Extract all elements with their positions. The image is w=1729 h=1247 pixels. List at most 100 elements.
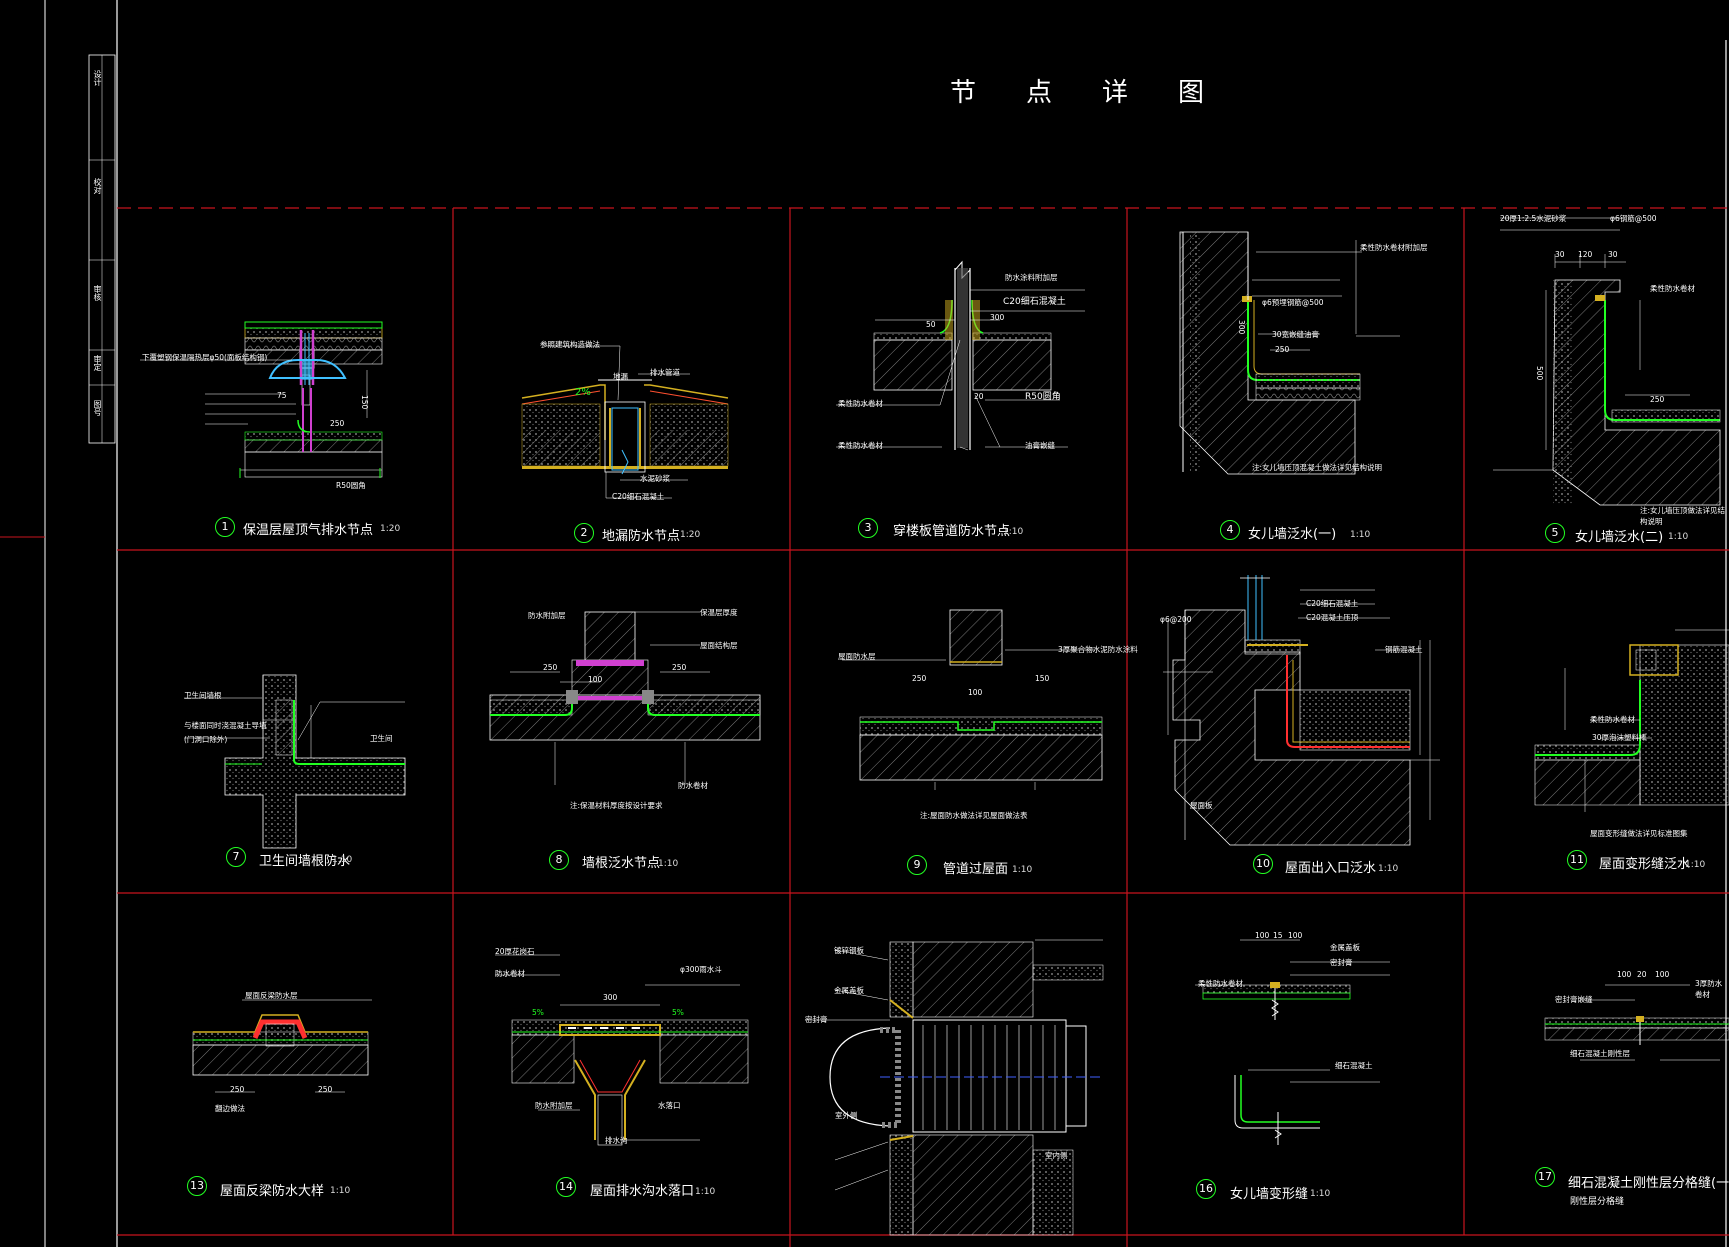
callout-text: 屋面反梁防水层 [245,991,298,1000]
callout-text: 室内侧 [1045,1151,1068,1160]
dimension-text: 250 [543,663,558,672]
detail-caption: 屋面反梁防水大样 [220,1184,325,1199]
callout-text: 密封膏嵌缝 [1555,995,1593,1004]
dimension-text: 75 [277,391,287,400]
callout-text: 水泥砂浆 [640,474,670,483]
detail-scale: 1:10 [1350,530,1371,540]
title-block-cell: 图号 [93,400,102,416]
slope-text: 5% [672,1008,684,1017]
dimension-text: R50圆角 [336,481,366,490]
callout-text: 3厚聚合物水泥防水涂料 [1058,645,1138,654]
detail-caption: 卫生间墙根防水 [259,854,351,869]
dimension-text: 15 [1273,931,1283,940]
detail-scale: 1:20 [380,524,401,534]
detail-number-badge: 14 [556,1177,576,1197]
detail-scale: 1:10 [1003,527,1024,537]
detail-number-badge: 4 [1220,520,1240,540]
dimension-text: 100 [1288,931,1303,940]
callout-text: 柔性防水卷材 [1650,284,1695,293]
detail-number-badge: 17 [1535,1167,1555,1187]
callout-text: 防水涂料附加层 [1005,273,1058,282]
dimension-text: 100 [1617,970,1632,979]
detail-scale: 1:10 [332,855,353,865]
dimension-text: 30 [1555,250,1565,259]
detail-number-badge: 11 [1567,850,1587,870]
callout-text: 防水附加层 [528,611,566,620]
callout-text: 金属盖板 [1330,943,1360,952]
dimension-text: 120 [1578,250,1593,259]
detail-scale: 1:10 [1310,1189,1331,1199]
callout-text: 屋面变形缝做法详见标准图集 [1590,829,1688,838]
slope-text: 2% [575,387,591,398]
callout-text: 防水附加层 [535,1101,573,1110]
dimension-text: 30 [1608,250,1618,259]
callout-text: 钢筋混凝土 [1385,645,1423,654]
dimension-text: 100 [1255,931,1270,940]
title-block-cell: 设计 [93,70,102,86]
callout-text: C20细石混凝土 [1306,599,1359,608]
callout-text: 卫生间墙根 [184,691,222,700]
detail-14-drawing [495,954,749,1146]
detail-scale: 1:10 [1378,864,1399,874]
callout-text: 卫生间 [370,734,393,743]
detail-number-badge: 5 [1545,523,1565,543]
dimension-text: 250 [1650,395,1665,404]
sheet-title: 节点详图 [950,72,1254,109]
callout-text: 细石混凝土刚性层 [1570,1049,1630,1058]
dimension-text: 50 [926,320,936,329]
detail-11-drawing [1534,629,1729,812]
callout-text: 排水沟 [605,1136,628,1145]
detail-number-badge: 8 [549,850,569,870]
detail-subcaption: 刚性层分格缝 [1570,1197,1625,1207]
detail-caption: 穿楼板管道防水节点 [893,524,1011,539]
dimension-text: 300 [1237,320,1246,335]
dimension-text: 250 [230,1085,245,1094]
callout-text: R50圆角 [1025,392,1061,402]
detail-9-drawing [842,609,1103,790]
detail-scale: 1:10 [1685,860,1706,870]
callout-text: 室外侧 [835,1111,858,1120]
detail-number-badge: 10 [1253,854,1273,874]
callout-text: 参照建筑构造做法 [540,340,600,349]
detail-number-badge: 1 [215,517,235,537]
detail-caption: 屋面变形缝泛水 [1599,857,1691,872]
callout-text: 屋面板 [1190,801,1213,810]
dimension-text: 250 [330,419,345,428]
callout-text: (门洞口除外) [184,735,228,744]
callout-text: C20细石混凝土 [1003,297,1066,307]
detail-number-badge: 13 [187,1176,207,1196]
detail-scale: 1:10 [330,1186,351,1196]
detail-3-drawing [836,260,1085,451]
callout-text: 镀锌钢板 [834,946,864,955]
detail-caption: 管道过屋面 [943,862,1009,877]
callout-text: 金属盖板 [834,986,864,995]
detail-1-drawing [140,321,383,478]
detail-5-drawing [1493,217,1721,506]
callout-text: 注:屋面防水做法详见屋面做法表 [920,811,1028,820]
callout-text: 地漏 [613,372,628,381]
dimension-text: 250 [1275,345,1290,354]
detail-caption: 屋面出入口泛水 [1285,861,1377,876]
detail-16-drawing [1195,939,1390,1145]
callout-text: 柔性防水卷材 [838,399,883,408]
detail-scale: 1:10 [1012,865,1033,875]
dimension-text: 150 [360,395,369,410]
callout-text: 柔性防水卷材 [838,441,883,450]
dimension-text: 300 [603,993,618,1002]
callout-text: 注:保温材料厚度按设计要求 [570,801,663,810]
detail-8-drawing [489,611,761,785]
callout-text: 下覆塑钢保温隔热层φ50(面板结构钢) [142,353,268,362]
detail-caption: 地漏防水节点 [602,529,681,544]
detail-scale: 1:20 [680,530,701,540]
detail-caption: 细石混凝土刚性层分格缝(一) [1568,1176,1729,1191]
detail-number-badge: 7 [226,847,246,867]
callout-text: 防水卷材 [678,781,708,790]
detail-number-badge: 9 [907,855,927,875]
dimension-text: 500 [1535,366,1544,381]
detail-10-drawing [1163,575,1440,846]
detail-scale: 1:10 [658,859,679,869]
callout-text: 3厚防水卷材 [1695,979,1723,999]
dimension-text: 300 [990,313,1005,322]
detail-13-drawing [192,999,372,1093]
